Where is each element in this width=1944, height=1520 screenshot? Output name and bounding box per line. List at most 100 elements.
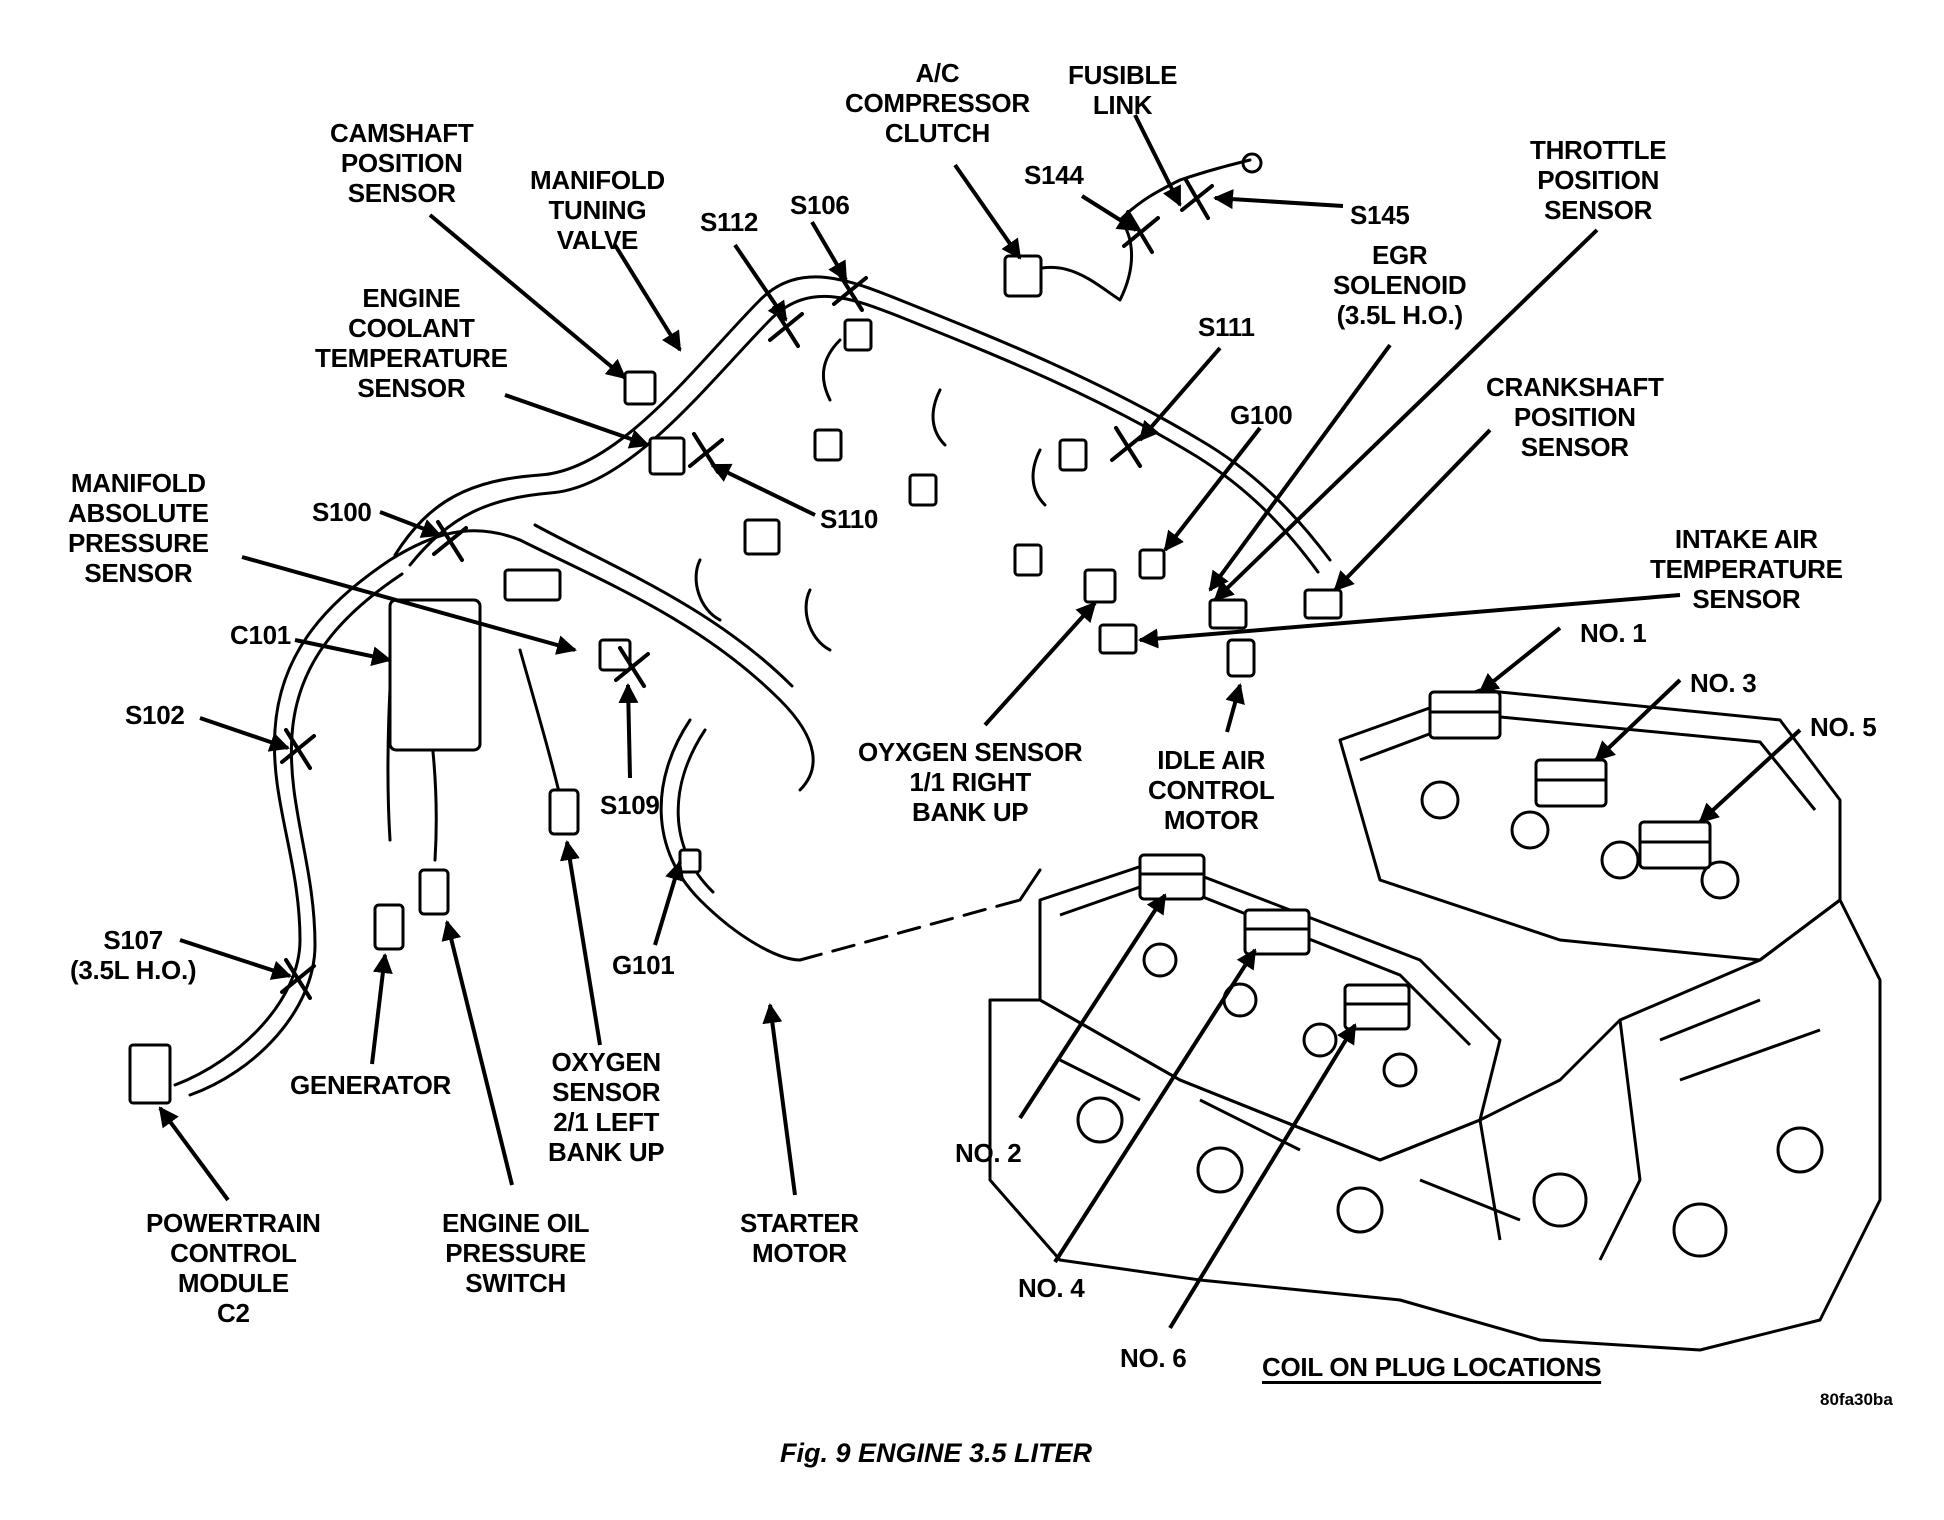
- label-engine-coolant-temperature-sensor: ENGINE COOLANT TEMPERATURE SENSOR: [315, 283, 508, 403]
- label-egr-solenoid: EGR SOLENOID (3.5L H.O.): [1333, 240, 1467, 330]
- arrow-no5: [1698, 728, 1802, 824]
- coil-no-1: [1428, 690, 1502, 740]
- label-intake-air-temperature-sensor: INTAKE AIR TEMPERATURE SENSOR: [1650, 524, 1843, 614]
- label-s107: S107 (3.5L H.O.): [70, 925, 197, 985]
- arrow-camshaft: [428, 213, 627, 380]
- label-manifold-absolute-pressure-sensor: MANIFOLD ABSOLUTE PRESSURE SENSOR: [68, 468, 209, 588]
- pcm-c2-connector: [128, 1043, 172, 1105]
- label-powertrain-control-module: POWERTRAIN CONTROL MODULE C2: [146, 1208, 321, 1328]
- arrow-s102: [199, 716, 290, 752]
- coil-no-6: [1343, 983, 1411, 1031]
- oil-pressure-switch: [418, 868, 450, 916]
- arrow-generator: [370, 953, 393, 1065]
- label-oxygen-sensor-right: OYXGEN SENSOR 1/1 RIGHT BANK UP: [858, 737, 1083, 827]
- arrow-no3: [1594, 678, 1682, 762]
- label-starter-motor: STARTER MOTOR: [740, 1208, 859, 1268]
- arrow-s111: [1138, 346, 1222, 442]
- o2-right-connector: [1083, 568, 1117, 604]
- label-crankshaft-position-sensor: CRANKSHAFT POSITION SENSOR: [1486, 372, 1664, 462]
- o2-left-connector: [548, 788, 580, 836]
- crank-sensor-connector: [1303, 588, 1343, 620]
- splice-s109: [614, 646, 650, 688]
- arrow-g100: [1163, 426, 1262, 552]
- arrow-o2-right: [983, 601, 1097, 727]
- arrow-map: [241, 555, 577, 655]
- tps-connector: [1208, 598, 1248, 630]
- label-c101: C101: [230, 620, 291, 650]
- arrow-tps: [1213, 228, 1599, 602]
- label-no4: NO. 4: [1018, 1273, 1085, 1303]
- label-coil-on-plug-locations: COIL ON PLUG LOCATIONS: [1262, 1352, 1602, 1382]
- arrow-no1: [1478, 626, 1562, 694]
- injector-connector-3: [813, 428, 843, 462]
- arrow-oil-pressure: [441, 920, 514, 1186]
- iat-sensor-connector: [1098, 623, 1138, 655]
- label-oxygen-sensor-left: OXYGEN SENSOR 2/1 LEFT BANK UP: [548, 1047, 665, 1167]
- label-g101: G101: [612, 950, 675, 980]
- arrow-iac: [1225, 683, 1245, 733]
- arrow-s110: [710, 463, 816, 517]
- injector-connector-4: [908, 473, 938, 507]
- label-camshaft-position-sensor: CAMSHAFT POSITION SENSOR: [330, 118, 474, 208]
- injector-connector-5: [1013, 543, 1043, 577]
- arrow-iat: [1138, 593, 1681, 649]
- label-s106: S106: [790, 190, 850, 220]
- injector-connector-1: [743, 518, 781, 556]
- arrow-egr: [1208, 343, 1392, 592]
- camshaft-sensor-connector: [623, 370, 657, 406]
- arrow-s112: [733, 243, 788, 322]
- arrow-o2-left: [560, 840, 602, 1046]
- label-ac-compressor-clutch: A/C COMPRESSOR CLUTCH: [845, 58, 1030, 148]
- arrow-s145: [1213, 189, 1344, 210]
- label-no5: NO. 5: [1810, 712, 1877, 742]
- label-engine-oil-pressure-switch: ENGINE OIL PRESSURE SWITCH: [442, 1208, 590, 1298]
- label-no6: NO. 6: [1120, 1343, 1187, 1373]
- coil-packs: [1138, 690, 1712, 1031]
- arrow-no4: [1053, 948, 1257, 1264]
- arrow-fusible-link: [1133, 114, 1182, 207]
- iac-motor: [1226, 638, 1256, 678]
- arrow-s144: [1080, 194, 1138, 232]
- arrow-s100: [379, 510, 442, 538]
- arrow-g101: [653, 860, 685, 946]
- label-throttle-position-sensor: THROTTLE POSITION SENSOR: [1530, 135, 1667, 225]
- splice-s106: [832, 270, 868, 312]
- g100-connector: [1138, 548, 1166, 580]
- arrow-coolant: [504, 393, 650, 449]
- label-no3: NO. 3: [1690, 668, 1757, 698]
- label-no2: NO. 2: [955, 1138, 1022, 1168]
- ac-clutch-connector: [1003, 254, 1043, 298]
- label-g100: G100: [1230, 400, 1293, 430]
- g101-ground: [678, 848, 702, 874]
- label-s102: S102: [125, 700, 185, 730]
- harness-connectors: [128, 254, 1343, 1105]
- coil-no-5: [1638, 820, 1712, 870]
- coil-no-3: [1534, 758, 1608, 808]
- arrow-ac-clutch: [953, 163, 1022, 260]
- coolant-sensor-connector: [648, 436, 686, 476]
- leader-arrows: [158, 114, 1802, 1330]
- arrow-s107: [179, 938, 292, 980]
- label-s100: S100: [312, 497, 372, 527]
- figure-caption: Fig. 9 ENGINE 3.5 LITER: [780, 1438, 1093, 1468]
- s109-connector: [598, 638, 632, 672]
- arrow-no6: [1168, 1023, 1357, 1330]
- coil-no-4: [1243, 908, 1311, 956]
- arrow-crank: [1333, 428, 1492, 592]
- generator-connector: [373, 903, 405, 951]
- label-manifold-tuning-valve: MANIFOLD TUNING VALVE: [530, 165, 665, 255]
- label-s110: S110: [820, 504, 879, 534]
- coil-no-2: [1138, 853, 1206, 901]
- label-s112: S112: [700, 207, 759, 237]
- splice-s102: [280, 728, 316, 770]
- arrow-no2: [1018, 893, 1167, 1120]
- arrow-pcm: [158, 1106, 230, 1202]
- arrow-manifold-tuning: [613, 243, 682, 352]
- splice-s111: [1110, 426, 1146, 468]
- arrow-s106: [810, 220, 848, 282]
- arrow-starter: [762, 1003, 797, 1196]
- label-idle-air-control-motor: IDLE AIR CONTROL MOTOR: [1148, 745, 1275, 835]
- label-s145: S145: [1350, 200, 1410, 230]
- arrow-c101: [294, 638, 392, 667]
